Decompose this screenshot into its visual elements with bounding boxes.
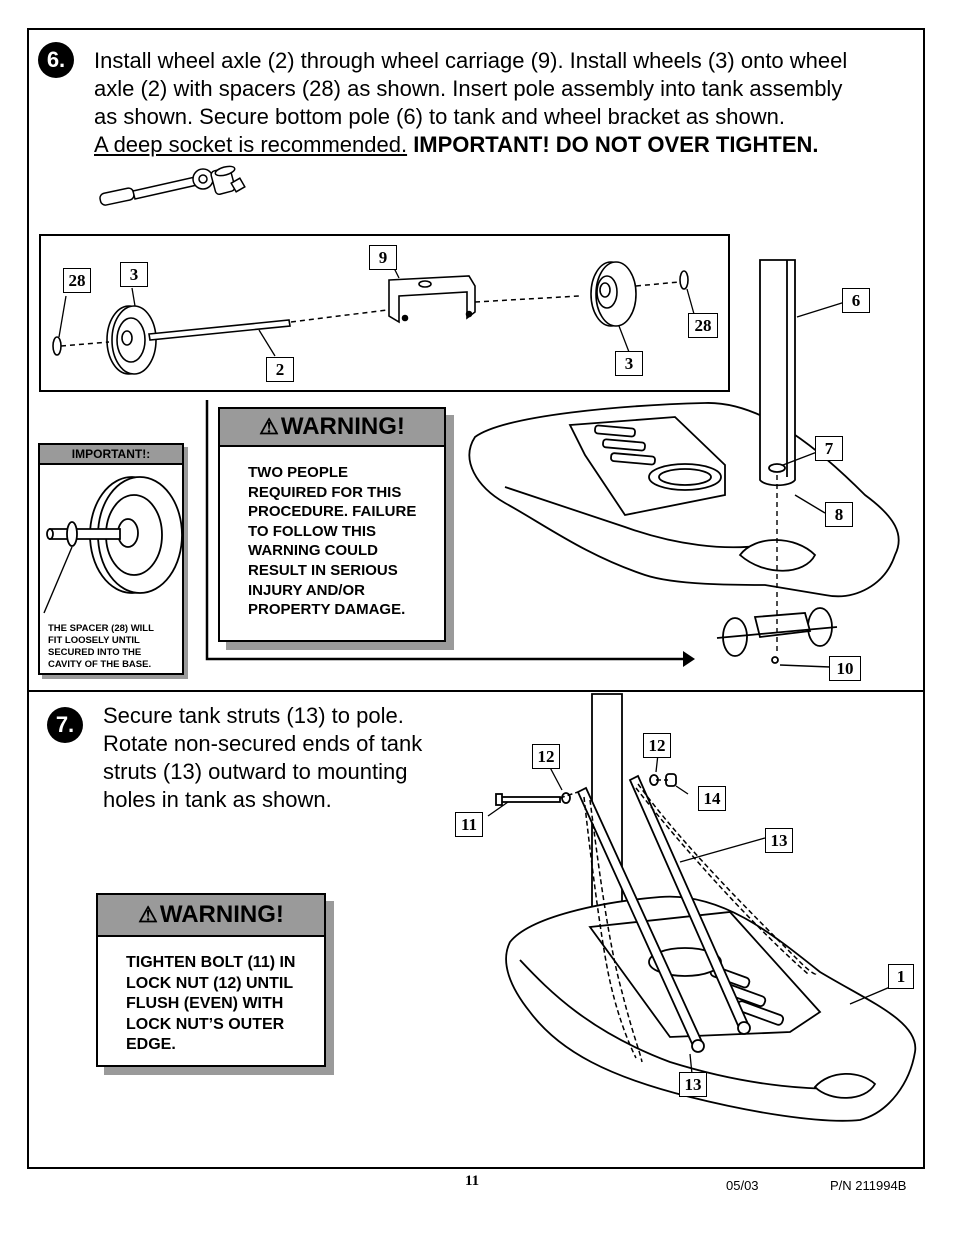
step-divider bbox=[27, 690, 925, 692]
part-label-1: 1 bbox=[888, 964, 914, 989]
warning-1-line: TWO PEOPLE bbox=[248, 464, 349, 481]
exploded-view-box bbox=[39, 234, 730, 392]
footer-part-number: P/N 211994B bbox=[830, 1178, 907, 1193]
part-label-6: 6 bbox=[842, 288, 870, 313]
part-label-14: 14 bbox=[698, 786, 726, 811]
step-6-line-1: Install wheel axle (2) through wheel car… bbox=[94, 48, 848, 73]
warning-box-bolt: ⚠ WARNING! TIGHTEN BOLT (11) IN LOCK NUT… bbox=[96, 893, 334, 1075]
important-spacer-box: IMPORTANT!: THE SPACER (28) WILL FIT LOO… bbox=[38, 443, 188, 679]
important-line: FIT LOOSELY UNTIL bbox=[48, 635, 140, 646]
warning-1-line: INJURY AND/OR bbox=[248, 581, 365, 599]
tank-pole-assembly-drawing bbox=[205, 259, 900, 668]
part-label-3-right: 3 bbox=[615, 351, 643, 376]
warning-2-line: FLUSH (EVEN) WITH bbox=[126, 995, 284, 1013]
warning-1-line: REQUIRED FOR THIS bbox=[248, 483, 402, 501]
step-6-number: 6. bbox=[38, 42, 74, 78]
part-label-12-right: 12 bbox=[643, 733, 671, 758]
warning-2-line: LOCK NUT (12) UNTIL bbox=[126, 974, 294, 992]
warning-2-line: LOCK NUT’S OUTER bbox=[126, 1015, 285, 1033]
important-line: CAVITY OF THE BASE. bbox=[48, 659, 152, 670]
step-7-line-2: Rotate non-secured ends of tank bbox=[103, 731, 423, 756]
part-label-8: 8 bbox=[825, 502, 853, 527]
step-6-socket-note: A deep socket is recommended. bbox=[94, 132, 408, 157]
step-6-line-3: as shown. Secure bottom pole (6) to tank… bbox=[94, 104, 785, 129]
warning-1-line: PROPERTY DAMAGE. bbox=[248, 601, 406, 619]
footer-date: 05/03 bbox=[726, 1178, 759, 1193]
step-7-line-4: holes in tank as shown. bbox=[103, 787, 332, 812]
important-line: THE SPACER (28) WILL bbox=[48, 623, 154, 634]
part-label-2: 2 bbox=[266, 357, 294, 382]
warning-1-header: ⚠ WARNING! bbox=[220, 409, 444, 447]
important-line: SECURED INTO THE bbox=[48, 647, 142, 658]
warning-1-title: WARNING! bbox=[280, 413, 405, 440]
warning-1-line: PROCEDURE. FAILURE bbox=[248, 503, 417, 521]
warning-2-title: WARNING! bbox=[159, 901, 284, 928]
step-6-important: IMPORTANT! DO NOT OVER TIGHTEN. bbox=[413, 132, 819, 157]
part-label-9: 9 bbox=[369, 245, 397, 270]
part-label-10: 10 bbox=[829, 656, 861, 681]
part-label-28-left: 28 bbox=[63, 268, 91, 293]
warning-1-line: TO FOLLOW THIS bbox=[248, 522, 377, 540]
part-label-3-left: 3 bbox=[120, 262, 148, 287]
warning-box-people: ⚠ WARNING! TWO PEOPLE REQUIRED FOR THIS … bbox=[218, 407, 454, 650]
step-7-instructions: Secure tank struts (13) to pole. Rotate … bbox=[103, 702, 463, 814]
warning-2-header: ⚠ WARNING! bbox=[98, 895, 324, 937]
page-frame bbox=[27, 28, 925, 1169]
warning-1-line: RESULT IN SERIOUS bbox=[248, 561, 398, 579]
tank-struts-assembly-drawing bbox=[487, 693, 917, 1122]
step-6-instructions: Install wheel axle (2) through wheel car… bbox=[94, 47, 914, 159]
part-label-13-top: 13 bbox=[765, 828, 793, 853]
important-title: IMPORTANT!: bbox=[40, 445, 182, 465]
warning-triangle-icon: ⚠ bbox=[259, 414, 279, 439]
wheel-axle-exploded-drawing bbox=[52, 261, 695, 375]
part-label-28-right: 28 bbox=[688, 313, 718, 338]
part-label-13-bottom: 13 bbox=[679, 1072, 707, 1097]
warning-2-line: TIGHTEN BOLT (11) IN bbox=[126, 954, 296, 971]
step-7-line-1: Secure tank struts (13) to pole. bbox=[103, 703, 404, 728]
page-number: 11 bbox=[465, 1173, 480, 1189]
part-label-12-left: 12 bbox=[532, 744, 560, 769]
warning-1-body: TWO PEOPLE REQUIRED FOR THIS PROCEDURE. … bbox=[220, 447, 444, 620]
step-6-line-2: axle (2) with spacers (28) as shown. Ins… bbox=[94, 76, 843, 101]
wheel-spacer-detail-drawing bbox=[43, 476, 183, 614]
step-7-number: 7. bbox=[47, 707, 83, 743]
warning-1-line: WARNING COULD bbox=[248, 542, 378, 560]
warning-2-body: TIGHTEN BOLT (11) IN LOCK NUT (12) UNTIL… bbox=[98, 937, 324, 1056]
part-label-7: 7 bbox=[815, 436, 843, 461]
warning-2-line: EDGE. bbox=[126, 1036, 176, 1054]
socket-wrench-icon bbox=[99, 165, 246, 206]
part-label-11: 11 bbox=[455, 812, 483, 837]
step-7-line-3: struts (13) outward to mounting bbox=[103, 759, 408, 784]
important-note: THE SPACER (28) WILL FIT LOOSELY UNTIL S… bbox=[48, 623, 178, 671]
warning-triangle-icon: ⚠ bbox=[138, 902, 158, 927]
